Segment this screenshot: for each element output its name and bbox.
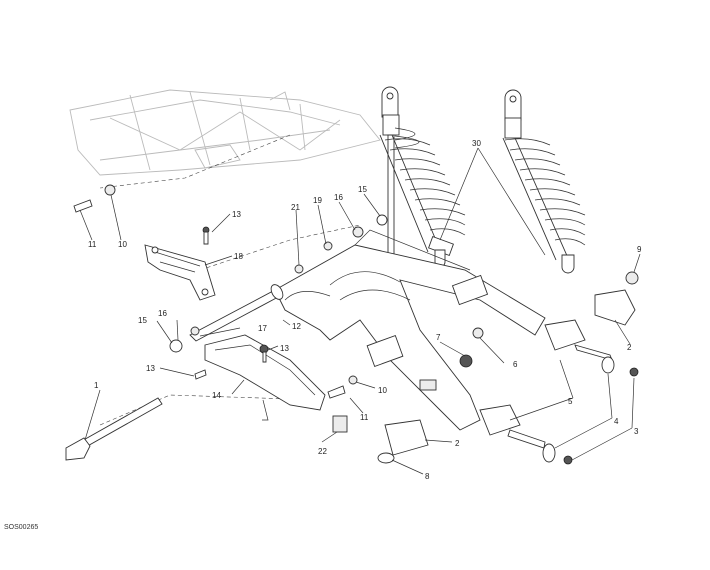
part-label-16: 16 xyxy=(158,309,167,318)
part-label-17: 17 xyxy=(258,324,267,333)
part-label-21: 21 xyxy=(291,203,300,212)
part-label-13: 13 xyxy=(146,364,155,373)
part-label-10: 10 xyxy=(118,240,127,249)
part-label-7: 7 xyxy=(436,333,441,342)
diagram-code: SOS00265 xyxy=(4,524,39,531)
part-label-16: 16 xyxy=(334,193,343,202)
part-number-labels: 11 10 13 18 21 19 16 15 30 9 2 16 15 17 … xyxy=(88,139,642,481)
part-label-1: 1 xyxy=(94,381,99,390)
leader-lines xyxy=(79,147,641,475)
part-label-13: 13 xyxy=(232,210,241,219)
part-label-14: 14 xyxy=(212,391,221,400)
part-label-11: 11 xyxy=(88,240,97,249)
part-label-22: 22 xyxy=(318,447,327,456)
chain-slider xyxy=(144,244,216,301)
part-label-9: 9 xyxy=(637,245,642,254)
part-label-6: 6 xyxy=(513,360,518,369)
frame-outline xyxy=(69,89,381,176)
part-label-15: 15 xyxy=(138,316,147,325)
hardware-parts xyxy=(73,184,639,433)
part-label-12: 12 xyxy=(292,322,301,331)
part-label-2: 2 xyxy=(455,439,460,448)
part-label-3: 3 xyxy=(634,427,639,436)
part-label-8: 8 xyxy=(425,472,430,481)
part-label-4: 4 xyxy=(614,417,619,426)
part-label-10: 10 xyxy=(378,386,387,395)
part-label-18: 18 xyxy=(234,252,243,261)
chain-adjusters xyxy=(377,289,639,465)
chain-guard xyxy=(204,334,326,421)
wheel-axle xyxy=(65,397,163,461)
part-label-2: 2 xyxy=(627,343,632,352)
part-label-19: 19 xyxy=(313,196,322,205)
part-label-11: 11 xyxy=(360,413,369,422)
swingarm xyxy=(274,229,546,431)
part-label-15: 15 xyxy=(358,185,367,194)
part-label-30: 30 xyxy=(472,139,481,148)
part-label-5: 5 xyxy=(568,397,573,406)
shock-absorber-left xyxy=(379,86,466,268)
part-label-13: 13 xyxy=(280,344,289,353)
shock-absorber-right xyxy=(502,89,586,274)
